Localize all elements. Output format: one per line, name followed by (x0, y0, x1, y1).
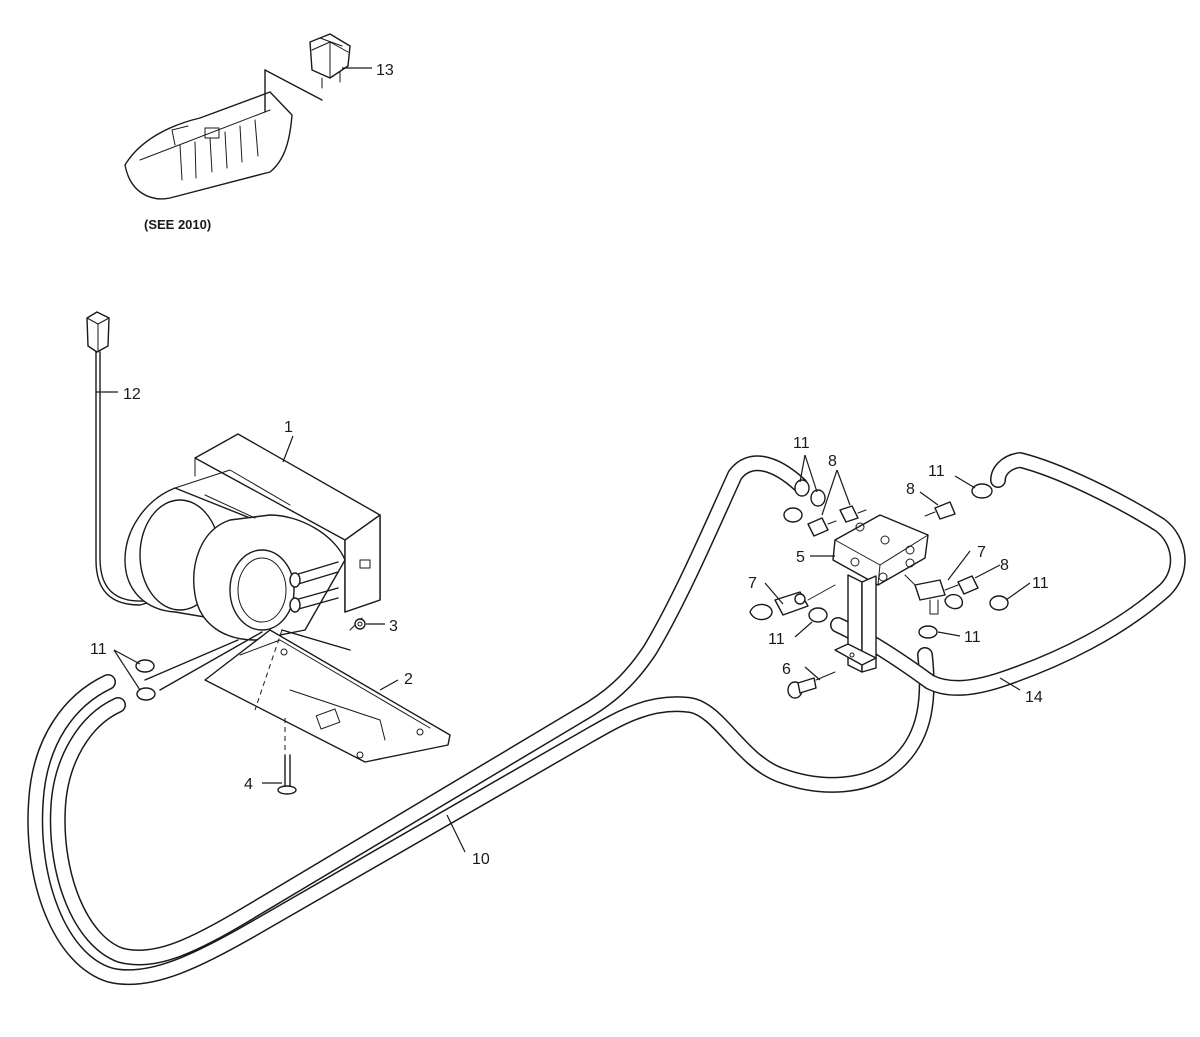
hose-10 (27, 455, 935, 986)
callout-12: 12 (123, 386, 141, 403)
shut-off-valve-7-left (749, 584, 836, 621)
valve-manifold-5 (832, 514, 929, 673)
hose-clamps-11-right (783, 479, 1009, 639)
callout-11-left: 11 (90, 641, 107, 658)
callout-14: 14 (1025, 689, 1043, 706)
callout-5: 5 (796, 549, 805, 566)
switch-panel-reference (124, 69, 323, 200)
screw-3 (349, 617, 366, 631)
callout-13: 13 (376, 62, 394, 79)
reference-note: (SEE 2010) (144, 217, 211, 232)
shut-off-valve-7-right (904, 574, 964, 615)
callout-8-mid: 8 (906, 481, 915, 498)
callout-6: 6 (782, 661, 791, 678)
callout-3: 3 (389, 618, 398, 635)
callouts: 13 12 1 3 2 4 11 10 11 8 11 8 5 7 7 8 11… (90, 62, 1049, 868)
callout-11-right: 11 (1032, 575, 1049, 592)
leader-lines (96, 67, 1031, 853)
hose-fittings-8 (807, 501, 979, 595)
callout-4: 4 (244, 776, 253, 793)
hose-14 (830, 452, 1186, 696)
mounting-bracket-2 (204, 629, 451, 763)
rocker-switch-13 (309, 33, 351, 89)
drain-fitting-6 (787, 671, 836, 699)
wire-harness-12 (86, 311, 166, 606)
callout-7-left: 7 (748, 575, 757, 592)
hose-clamps-11-left (135, 659, 156, 701)
heater-unit-1 (124, 433, 381, 691)
bolt-4 (277, 718, 297, 795)
callout-8-right: 8 (1000, 557, 1009, 574)
callout-11-lowerleft: 11 (768, 631, 785, 648)
callout-8-top: 8 (828, 453, 837, 470)
callout-2: 2 (404, 671, 413, 688)
callout-11-lowerright: 11 (964, 629, 981, 646)
callout-11-topright: 11 (928, 463, 945, 480)
callout-11-top: 11 (793, 435, 810, 452)
callout-7-right: 7 (977, 544, 986, 561)
callout-1: 1 (284, 419, 293, 436)
callout-10: 10 (472, 851, 490, 868)
